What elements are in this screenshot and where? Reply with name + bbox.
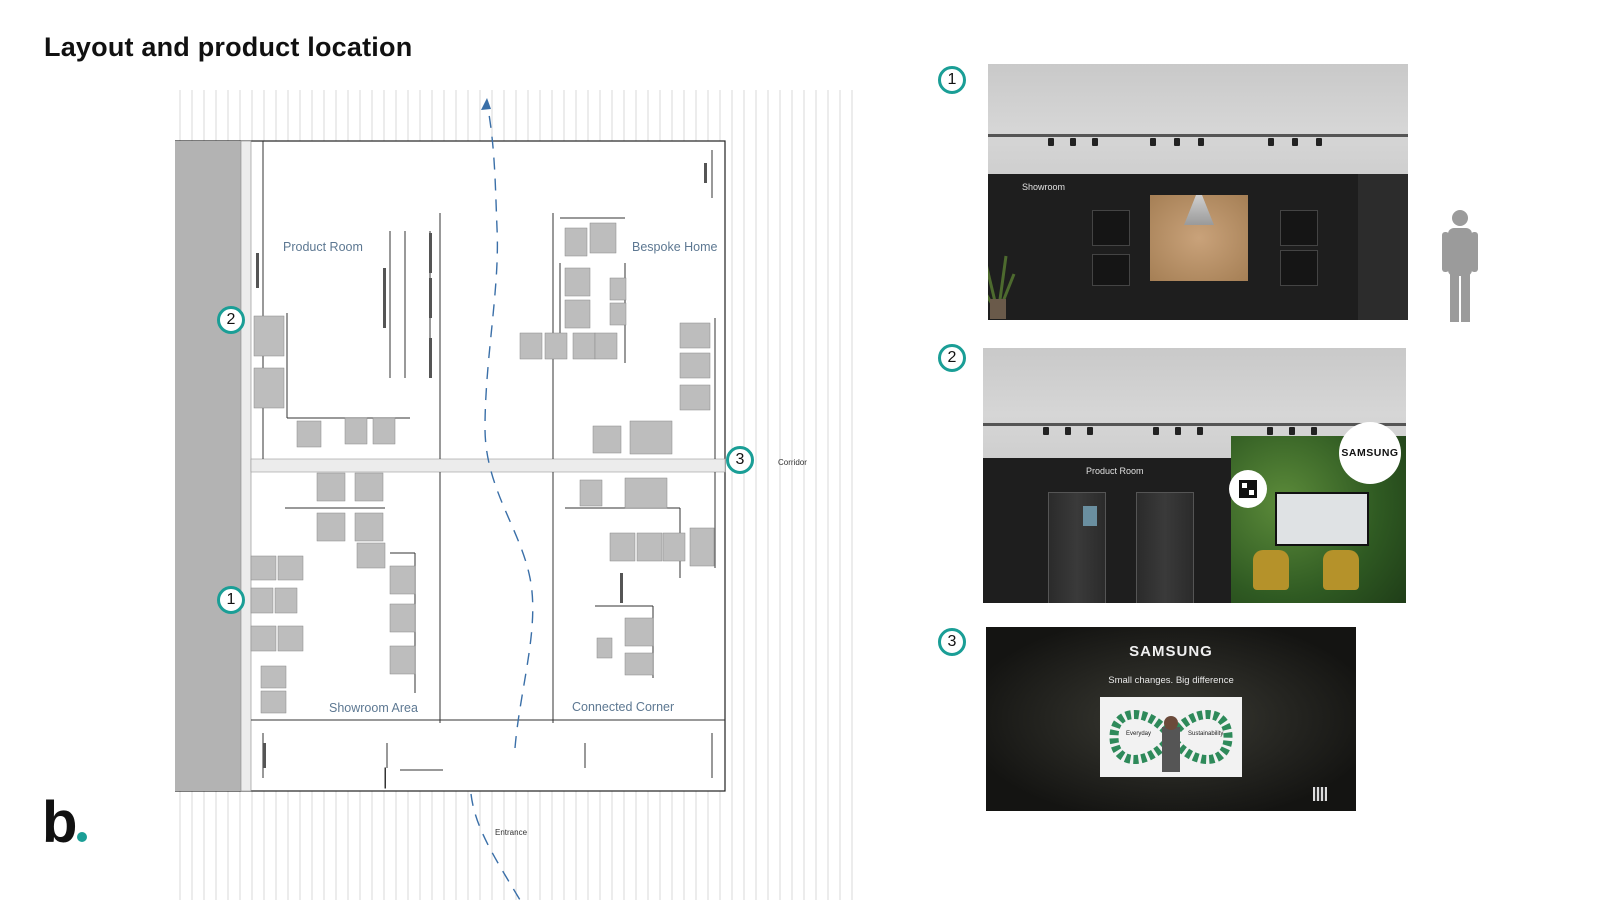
human-silhouette-icon	[1440, 208, 1480, 324]
fridge-family-hub	[1048, 492, 1106, 603]
location-badge-1[interactable]: 1	[217, 586, 245, 614]
screen-tagline: Small changes. Big difference	[1108, 675, 1234, 686]
left-wall	[175, 141, 241, 791]
entrance-label: Entrance	[495, 828, 528, 837]
loop-label-right: Sustainability	[1188, 731, 1224, 737]
company-logo: b	[42, 790, 102, 855]
infinity-panel	[1100, 697, 1242, 777]
room-label-product-room: Product Room	[283, 240, 363, 254]
spec-marks	[256, 163, 707, 768]
screen-brand: SAMSUNG	[1129, 643, 1213, 660]
room-label-bespoke-home: Bespoke Home	[632, 240, 718, 254]
oven-4	[1280, 250, 1318, 286]
slide-title: Layout and product location	[44, 32, 413, 62]
qr-code-icon	[1229, 470, 1267, 508]
furniture	[250, 222, 715, 714]
plant-icon	[988, 244, 1018, 320]
render-badge-2: 2	[938, 344, 966, 372]
armchair-2	[1323, 550, 1359, 590]
logo-letter: b	[42, 790, 77, 850]
product-room-wall-label: Product Room	[1086, 466, 1144, 476]
render-showroom: Showroom	[988, 64, 1408, 320]
oven-2	[1092, 254, 1130, 286]
render-badge-3: 3	[938, 628, 966, 656]
logo-dot	[77, 832, 87, 842]
render-badge-1: 1	[938, 66, 966, 94]
fridge-side-by-side	[1136, 492, 1194, 603]
wall-tv-screen	[1275, 492, 1369, 546]
room-label-showroom-area: Showroom Area	[329, 701, 418, 715]
render-corridor-screen: SAMSUNG Small changes. Big difference Ev…	[986, 627, 1356, 811]
room-label-connected-corner: Connected Corner	[572, 700, 675, 714]
path-arrow	[481, 98, 491, 110]
screen-qr-icon	[1313, 787, 1327, 801]
samsung-circle-logo: SAMSUNG	[1339, 422, 1401, 484]
armchair-1	[1253, 550, 1289, 590]
floor-plan: Product Room Bespoke Home Showroom Area …	[174, 88, 875, 901]
render-product-room: Product Room SAMSUNG	[983, 348, 1406, 603]
loop-label-left: Everyday	[1126, 731, 1152, 737]
showroom-wall-label: Showroom	[1022, 182, 1066, 192]
oven-1	[1092, 210, 1130, 246]
location-badge-3[interactable]: 3	[726, 446, 754, 474]
corridor-label: Corridor	[778, 458, 807, 467]
oven-3	[1280, 210, 1318, 246]
location-badge-2[interactable]: 2	[217, 306, 245, 334]
floor-plan-drawing	[174, 90, 853, 901]
